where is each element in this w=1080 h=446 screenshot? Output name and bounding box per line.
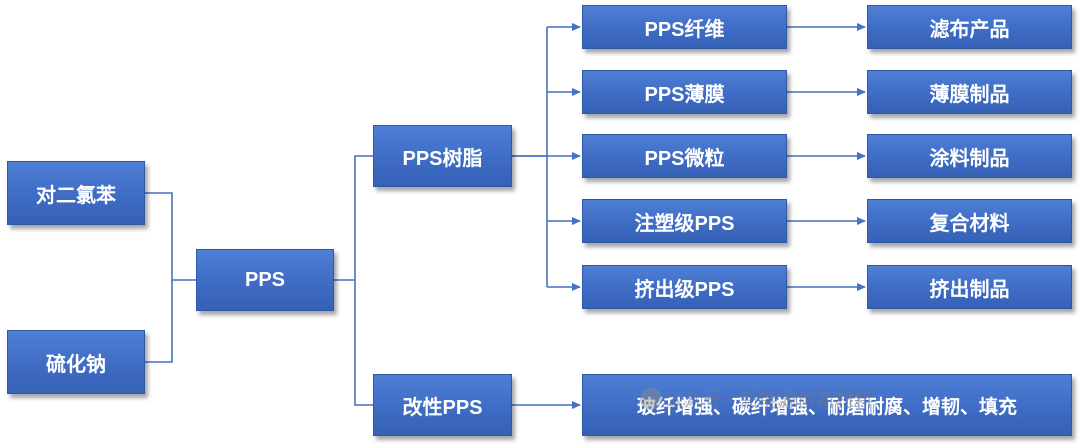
node-film-products: 薄膜制品: [867, 70, 1072, 114]
node-injection-grade-pps: 注塑级PPS: [582, 199, 787, 243]
node-sodium-sulfide: 硫化钠: [7, 330, 145, 394]
node-pps-particle: PPS微粒: [582, 134, 787, 178]
connector-pps-to-resin: [354, 155, 373, 280]
node-label: 对二氯苯: [36, 184, 116, 207]
connector-na2s-to-pps: [145, 280, 173, 363]
node-label: 挤出制品: [929, 278, 1010, 301]
node-composite-materials: 复合材料: [867, 199, 1072, 243]
node-pps-fiber: PPS纤维: [582, 5, 787, 49]
node-label: 薄膜制品: [929, 83, 1010, 106]
node-label: 改性PPS: [402, 396, 483, 419]
node-label: 涂料制品: [929, 147, 1010, 170]
node-coating-products: 涂料制品: [867, 134, 1072, 178]
node-label: 复合材料: [929, 212, 1010, 235]
node-label: 硫化钠: [46, 353, 106, 376]
node-filter-cloth-products: 滤布产品: [867, 5, 1072, 49]
node-pps-film: PPS薄膜: [582, 70, 787, 114]
node-label: PPS: [244, 268, 286, 291]
watermark: 公众号 · 新能源创新材料: [665, 389, 874, 411]
node-label: PPS纤维: [644, 18, 725, 41]
node-label: 注塑级PPS: [634, 212, 735, 235]
connector-dcb-to-pps: [145, 192, 196, 281]
node-pps-resin: PPS树脂: [373, 125, 512, 187]
node-extruded-products: 挤出制品: [867, 265, 1072, 309]
node-p-dichlorobenzene: 对二氯苯: [7, 161, 145, 225]
connector-pps-to-modified: [354, 280, 373, 406]
node-modified-pps: 改性PPS: [373, 374, 512, 436]
node-pps: PPS: [196, 249, 334, 311]
node-label: PPS微粒: [644, 147, 725, 170]
node-label: 挤出级PPS: [634, 278, 735, 301]
node-label: PPS薄膜: [644, 83, 725, 106]
node-extrusion-grade-pps: 挤出级PPS: [582, 265, 787, 309]
node-label: PPS树脂: [402, 147, 483, 170]
wechat-icon: [640, 388, 662, 410]
node-label: 滤布产品: [929, 18, 1010, 41]
